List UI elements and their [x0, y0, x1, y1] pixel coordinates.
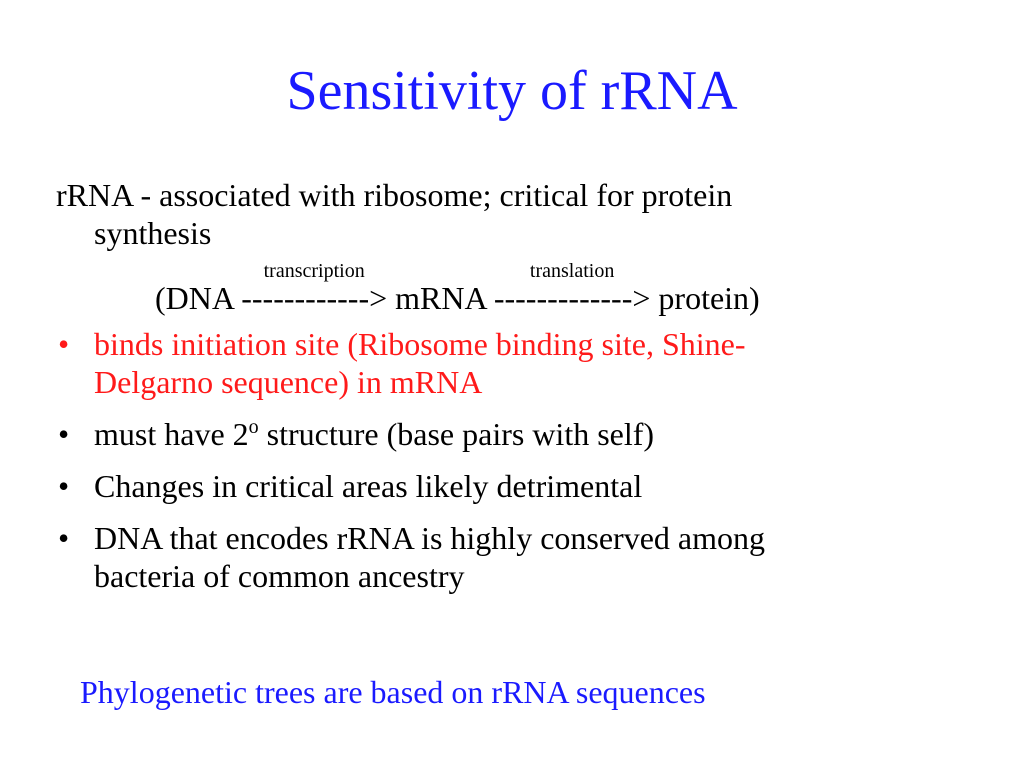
- bullet-icon: •: [58, 468, 70, 504]
- flow-open: (DNA: [155, 280, 242, 316]
- translation-label: translation: [529, 260, 615, 282]
- bullet-text-line-2: Delgarno sequence) in mRNA: [94, 364, 483, 400]
- dna-flow-equation: (DNA transcription------------> mRNA tra…: [155, 260, 760, 316]
- bullet-icon: •: [58, 416, 70, 452]
- intro-line-2: synthesis: [94, 215, 212, 251]
- intro-line-1: rRNA - associated with ribosome; critica…: [56, 177, 733, 213]
- bullet-text-line-1: binds initiation site (Ribosome binding …: [94, 326, 746, 362]
- bullet-item-conserved-dna: • DNA that encodes rRNA is highly conser…: [56, 519, 956, 595]
- flow-middle: mRNA: [387, 280, 494, 316]
- slide-title: Sensitivity of rRNA: [286, 60, 738, 122]
- bullet-icon: •: [58, 326, 70, 362]
- phylogenetic-note: Phylogenetic trees are based on rRNA seq…: [80, 674, 706, 710]
- flow-close: protein): [650, 280, 760, 316]
- intro-paragraph: rRNA - associated with ribosome; critica…: [56, 176, 956, 252]
- bullet-item-secondary-structure: • must have 2o structure (base pairs wit…: [56, 415, 956, 453]
- bullet-icon: •: [58, 520, 70, 556]
- bullet-item-initiation-site: • binds initiation site (Ribosome bindin…: [56, 325, 956, 401]
- bullet-text-line-2: bacteria of common ancestry: [94, 558, 465, 594]
- bullet-text-after: structure (base pairs with self): [258, 416, 655, 452]
- bullet-text-line-1: DNA that encodes rRNA is highly conserve…: [94, 520, 765, 556]
- bullet-item-critical-areas: • Changes in critical areas likely detri…: [56, 467, 956, 505]
- degree-superscript: o: [248, 416, 259, 438]
- transcription-label: transcription: [263, 260, 365, 282]
- transcription-arrow-text: ------------>: [241, 280, 388, 316]
- translation-arrow: translation------------->: [493, 260, 651, 316]
- bullet-text-line-1: Changes in critical areas likely detrime…: [94, 468, 643, 504]
- bullet-text-before: must have 2: [94, 416, 249, 452]
- bullet-text-line-1: must have 2o structure (base pairs with …: [94, 415, 956, 453]
- transcription-arrow: transcription------------>: [241, 260, 388, 316]
- translation-arrow-text: ------------->: [493, 280, 651, 316]
- bullet-list: • binds initiation site (Ribosome bindin…: [56, 325, 956, 609]
